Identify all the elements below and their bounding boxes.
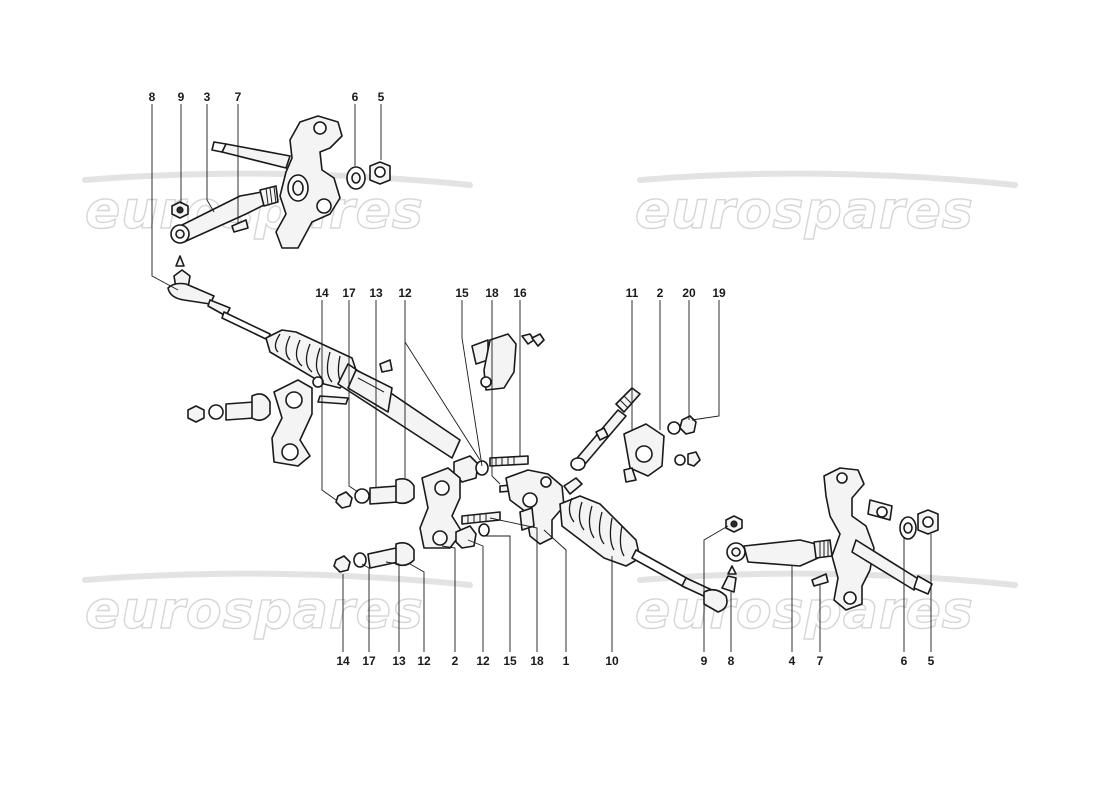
- left-woodruff-key: [231, 219, 249, 233]
- callouts-bottom: 14 17 13 12 2 12 15 18 1 10 9 8 4 7 6 5: [336, 654, 934, 668]
- right-steering-knuckle: [823, 467, 933, 611]
- pinion-shaft: [570, 387, 641, 471]
- callout-14-bottom: 14: [336, 654, 350, 668]
- steering-gearbox: [505, 469, 583, 545]
- callout-11: 11: [626, 286, 639, 300]
- callout-9-bottom: 9: [701, 654, 708, 668]
- callout-8-bottom: 8: [728, 654, 735, 668]
- lower-bushing-group: [455, 511, 501, 549]
- callout-20: 20: [682, 286, 696, 300]
- callout-6-bottom: 6: [901, 654, 908, 668]
- center-clamp-plate: [419, 467, 463, 549]
- right-clamp-nuts: [667, 415, 701, 467]
- right-hub-washer: [899, 516, 917, 540]
- left-tie-rod-end: [167, 255, 231, 317]
- rack-housing-tube: [317, 359, 461, 459]
- left-mount-bolt-group: [187, 393, 271, 423]
- callout-10: 10: [605, 654, 619, 668]
- right-woodruff-key: [811, 573, 829, 587]
- callout-14-mid: 14: [315, 286, 329, 300]
- middle-mount-bolt-group: [335, 478, 415, 509]
- callout-18-mid: 18: [485, 286, 499, 300]
- callout-1: 1: [563, 654, 570, 668]
- callout-12-mid: 12: [398, 286, 412, 300]
- callout-13-bottom: 13: [392, 654, 406, 668]
- leader-lines: [151, 104, 932, 652]
- callout-7-top: 7: [235, 90, 242, 104]
- right-tie-rod-end: [681, 565, 737, 613]
- watermark-bottom-left: eurospares: [85, 581, 424, 641]
- callout-15-bottom: 15: [503, 654, 517, 668]
- right-rack-boot: [559, 495, 641, 567]
- callout-15-mid: 15: [455, 286, 469, 300]
- callout-12-bottom-b: 12: [476, 654, 490, 668]
- left-rack-clamp: [271, 379, 313, 467]
- watermark-top-right: eurospares: [635, 181, 974, 241]
- callout-9-top: 9: [178, 90, 185, 104]
- callout-2-bottom: 2: [452, 654, 459, 668]
- callouts-top-left: 8 9 3 7 6 5: [149, 90, 385, 104]
- callout-17-mid: 17: [342, 286, 356, 300]
- left-tie-rod: [221, 311, 271, 341]
- lower-mount-bolt-group: [333, 542, 415, 573]
- callout-5-top: 5: [378, 90, 385, 104]
- callout-3: 3: [204, 90, 211, 104]
- callout-12-bottom-a: 12: [417, 654, 431, 668]
- callout-19: 19: [712, 286, 726, 300]
- left-steering-arm: [170, 185, 279, 244]
- left-arm-nut: [171, 201, 189, 219]
- watermark-top-left: eurospares: [85, 181, 424, 241]
- callout-13-mid: 13: [369, 286, 383, 300]
- callout-8-top: 8: [149, 90, 156, 104]
- left-hub-washer: [346, 166, 366, 190]
- callout-7-bottom: 7: [817, 654, 824, 668]
- callout-6-top: 6: [352, 90, 359, 104]
- right-arm-nut: [725, 515, 743, 533]
- upper-rack-clamp: [471, 333, 545, 391]
- callout-5-bottom: 5: [928, 654, 935, 668]
- callout-17-bottom: 17: [362, 654, 376, 668]
- left-hub-nut: [369, 161, 391, 185]
- callouts-middle: 14 17 13 12 15 18 16 11 2 20 19: [315, 286, 726, 300]
- right-hub-nut: [917, 509, 939, 535]
- right-steering-arm: [726, 539, 833, 567]
- callout-18-bottom: 18: [530, 654, 544, 668]
- left-steering-knuckle: [211, 115, 343, 249]
- watermark-group: eurospares eurospares eurospares eurospa…: [82, 170, 1018, 642]
- callout-4: 4: [789, 654, 796, 668]
- right-rack-clamp: [623, 423, 665, 483]
- callout-2-mid: 2: [657, 286, 664, 300]
- callout-16: 16: [513, 286, 527, 300]
